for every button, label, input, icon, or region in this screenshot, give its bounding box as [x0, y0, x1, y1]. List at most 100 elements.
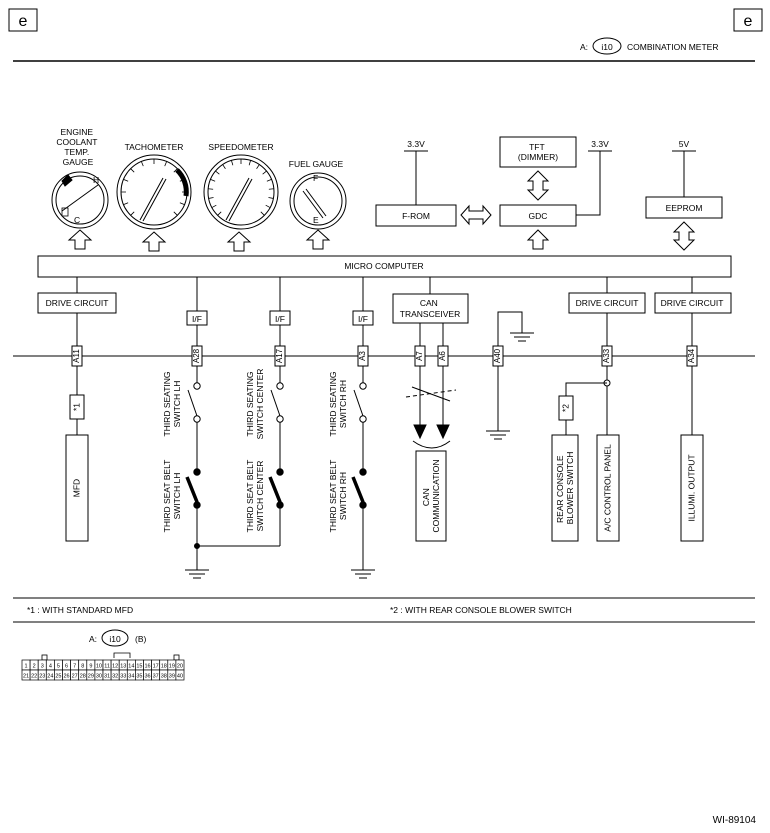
- corner-tag-left-label: e: [19, 13, 28, 30]
- can-communication-branch: CAN COMMUNICATION: [405, 366, 457, 542]
- from-label: F-ROM: [402, 211, 430, 221]
- note-2: *2 : WITH REAR CONSOLE BLOWER SWITCH: [390, 605, 572, 615]
- tft-gdc-bidirectional-arrow: [526, 170, 550, 201]
- header-prefix: A:: [580, 42, 588, 52]
- coolant-up-arrow: [67, 229, 93, 250]
- mfd-label: MFD: [71, 479, 81, 497]
- pin-a28: A28: [191, 345, 203, 367]
- drive-circuit-a34: DRIVE CIRCUIT: [654, 277, 732, 346]
- belt-switch-label-center: THIRD SEAT BELTSWITCH CENTER: [245, 460, 265, 533]
- connector-pin-number: 8: [81, 664, 84, 670]
- header-title: COMBINATION METER: [627, 42, 718, 52]
- connector-pin-number: 24: [47, 674, 53, 680]
- ground-internal: [497, 311, 534, 346]
- pin-label: A3: [358, 351, 367, 361]
- connector-pin-number: 25: [55, 674, 61, 680]
- connector-pin-number: 26: [63, 674, 69, 680]
- tachometer-title: TACHOMETER: [125, 142, 184, 152]
- speedometer-ticks: [208, 159, 274, 216]
- svg-text:DRIVE CIRCUIT: DRIVE CIRCUIT: [661, 298, 724, 308]
- svg-text:DRIVE CIRCUIT: DRIVE CIRCUIT: [576, 298, 639, 308]
- pin-label: A33: [602, 348, 611, 363]
- connector-pin-number: 4: [49, 664, 52, 670]
- from-block: 3.3V F-ROM: [375, 139, 457, 227]
- connector-pin-number: 38: [161, 674, 167, 680]
- connector-pin-number: 23: [39, 674, 45, 680]
- connector-pin-number: 22: [31, 674, 37, 680]
- fuel-f-label: F: [313, 173, 318, 183]
- figure-id: WI-89104: [713, 815, 757, 826]
- connector-pin-number: 39: [169, 674, 175, 680]
- switch-column-center: THIRD SEATINGSWITCH CENTER THIRD SEAT BEL…: [245, 366, 284, 546]
- pin-a17: A17: [274, 345, 286, 367]
- svg-text:I/F: I/F: [275, 314, 285, 324]
- a33-branch: *2 REAR CONSOLE BLOWER SWITCH A/C CONTRO…: [551, 366, 620, 542]
- interface-rh: I/F: [352, 277, 374, 346]
- drive-circuit-mfd: DRIVE CIRCUIT: [37, 277, 117, 346]
- connector-view-prefix: A:: [89, 634, 97, 644]
- from-voltage: 3.3V: [407, 139, 425, 149]
- pin-a3: A3: [357, 345, 369, 367]
- header: A: i10 COMBINATION METER: [580, 37, 718, 55]
- ac-panel-label: A/C CONTROL PANEL: [602, 444, 612, 532]
- gdc-label: GDC: [529, 211, 548, 221]
- coolant-c-label: C: [74, 215, 80, 225]
- tachometer-up-arrow: [141, 231, 167, 252]
- interface-center: I/F: [269, 277, 291, 346]
- connector-pin-number: 20: [177, 664, 183, 670]
- connector-pin-number: 31: [104, 674, 110, 680]
- pin-label: A6: [438, 351, 447, 361]
- seating-switch-label-center: THIRD SEATINGSWITCH CENTER: [245, 369, 265, 440]
- connector-pin-number: 17: [153, 664, 159, 670]
- pin-a34: A34: [686, 345, 698, 367]
- illumi-output-label: ILLUMI. OUTPUT: [686, 454, 696, 521]
- connector-pin-number: 33: [120, 674, 126, 680]
- eeprom-voltage: 5V: [679, 139, 690, 149]
- rear-blower-mark: *2: [560, 404, 570, 412]
- gdc-up-arrow: [526, 229, 550, 250]
- tachometer-ticks: [121, 159, 187, 216]
- pin-a7: A7: [414, 345, 426, 367]
- belt-switch-label-rh: THIRD SEAT BELTSWITCH RH: [328, 460, 348, 533]
- connector-pin-number: 37: [153, 674, 159, 680]
- fuel-gauge-title: FUEL GAUGE: [289, 159, 344, 169]
- rear-blower-label: REAR CONSOLE BLOWER SWITCH: [555, 452, 575, 525]
- micro-computer: MICRO COMPUTER: [37, 255, 732, 278]
- connector-pin-number: 40: [177, 674, 183, 680]
- eeprom-label: EEPROM: [666, 203, 703, 213]
- connector-pin-number: 29: [88, 674, 94, 680]
- interface-lh: I/F: [186, 277, 208, 346]
- connector-pin-number: 5: [57, 664, 60, 670]
- connector-pin-number: 32: [112, 674, 118, 680]
- can-transceiver: CAN TRANSCEIVER: [392, 277, 469, 346]
- connector-pin-number: 6: [65, 664, 68, 670]
- speedometer: SPEEDOMETER: [203, 142, 279, 230]
- mfd-branch: *1 MFD: [65, 366, 89, 542]
- connector-pin-number: 18: [161, 664, 167, 670]
- pin-label: A40: [493, 348, 502, 363]
- tft-label: TFT (DIMMER): [518, 142, 558, 162]
- svg-text:I/F: I/F: [192, 314, 202, 324]
- corner-tag-right: e: [733, 8, 763, 32]
- pin-a33: A33: [601, 345, 613, 367]
- connector-pin-number: 35: [136, 674, 142, 680]
- connector-pin-number: 14: [128, 664, 134, 670]
- tachometer-redzone: [175, 168, 189, 197]
- connector-pin-number: 27: [72, 674, 78, 680]
- can-communication-label: CAN COMMUNICATION: [421, 459, 441, 532]
- speedometer-up-arrow: [226, 231, 252, 252]
- header-connector: i10: [601, 42, 613, 52]
- a40-ground: [486, 366, 510, 440]
- corner-tag-right-label: e: [744, 13, 753, 30]
- connector-pin-number: 34: [128, 674, 134, 680]
- drive-circuit-a33: DRIVE CIRCUIT: [568, 277, 646, 346]
- connector-view-name: i10: [109, 634, 121, 644]
- eeprom-block: 5V EEPROM: [645, 139, 723, 219]
- speedometer-title: SPEEDOMETER: [208, 142, 273, 152]
- connector-pin-number: 13: [120, 664, 126, 670]
- can-arrow-right: [436, 424, 450, 440]
- connector-pin-number: 10: [96, 664, 102, 670]
